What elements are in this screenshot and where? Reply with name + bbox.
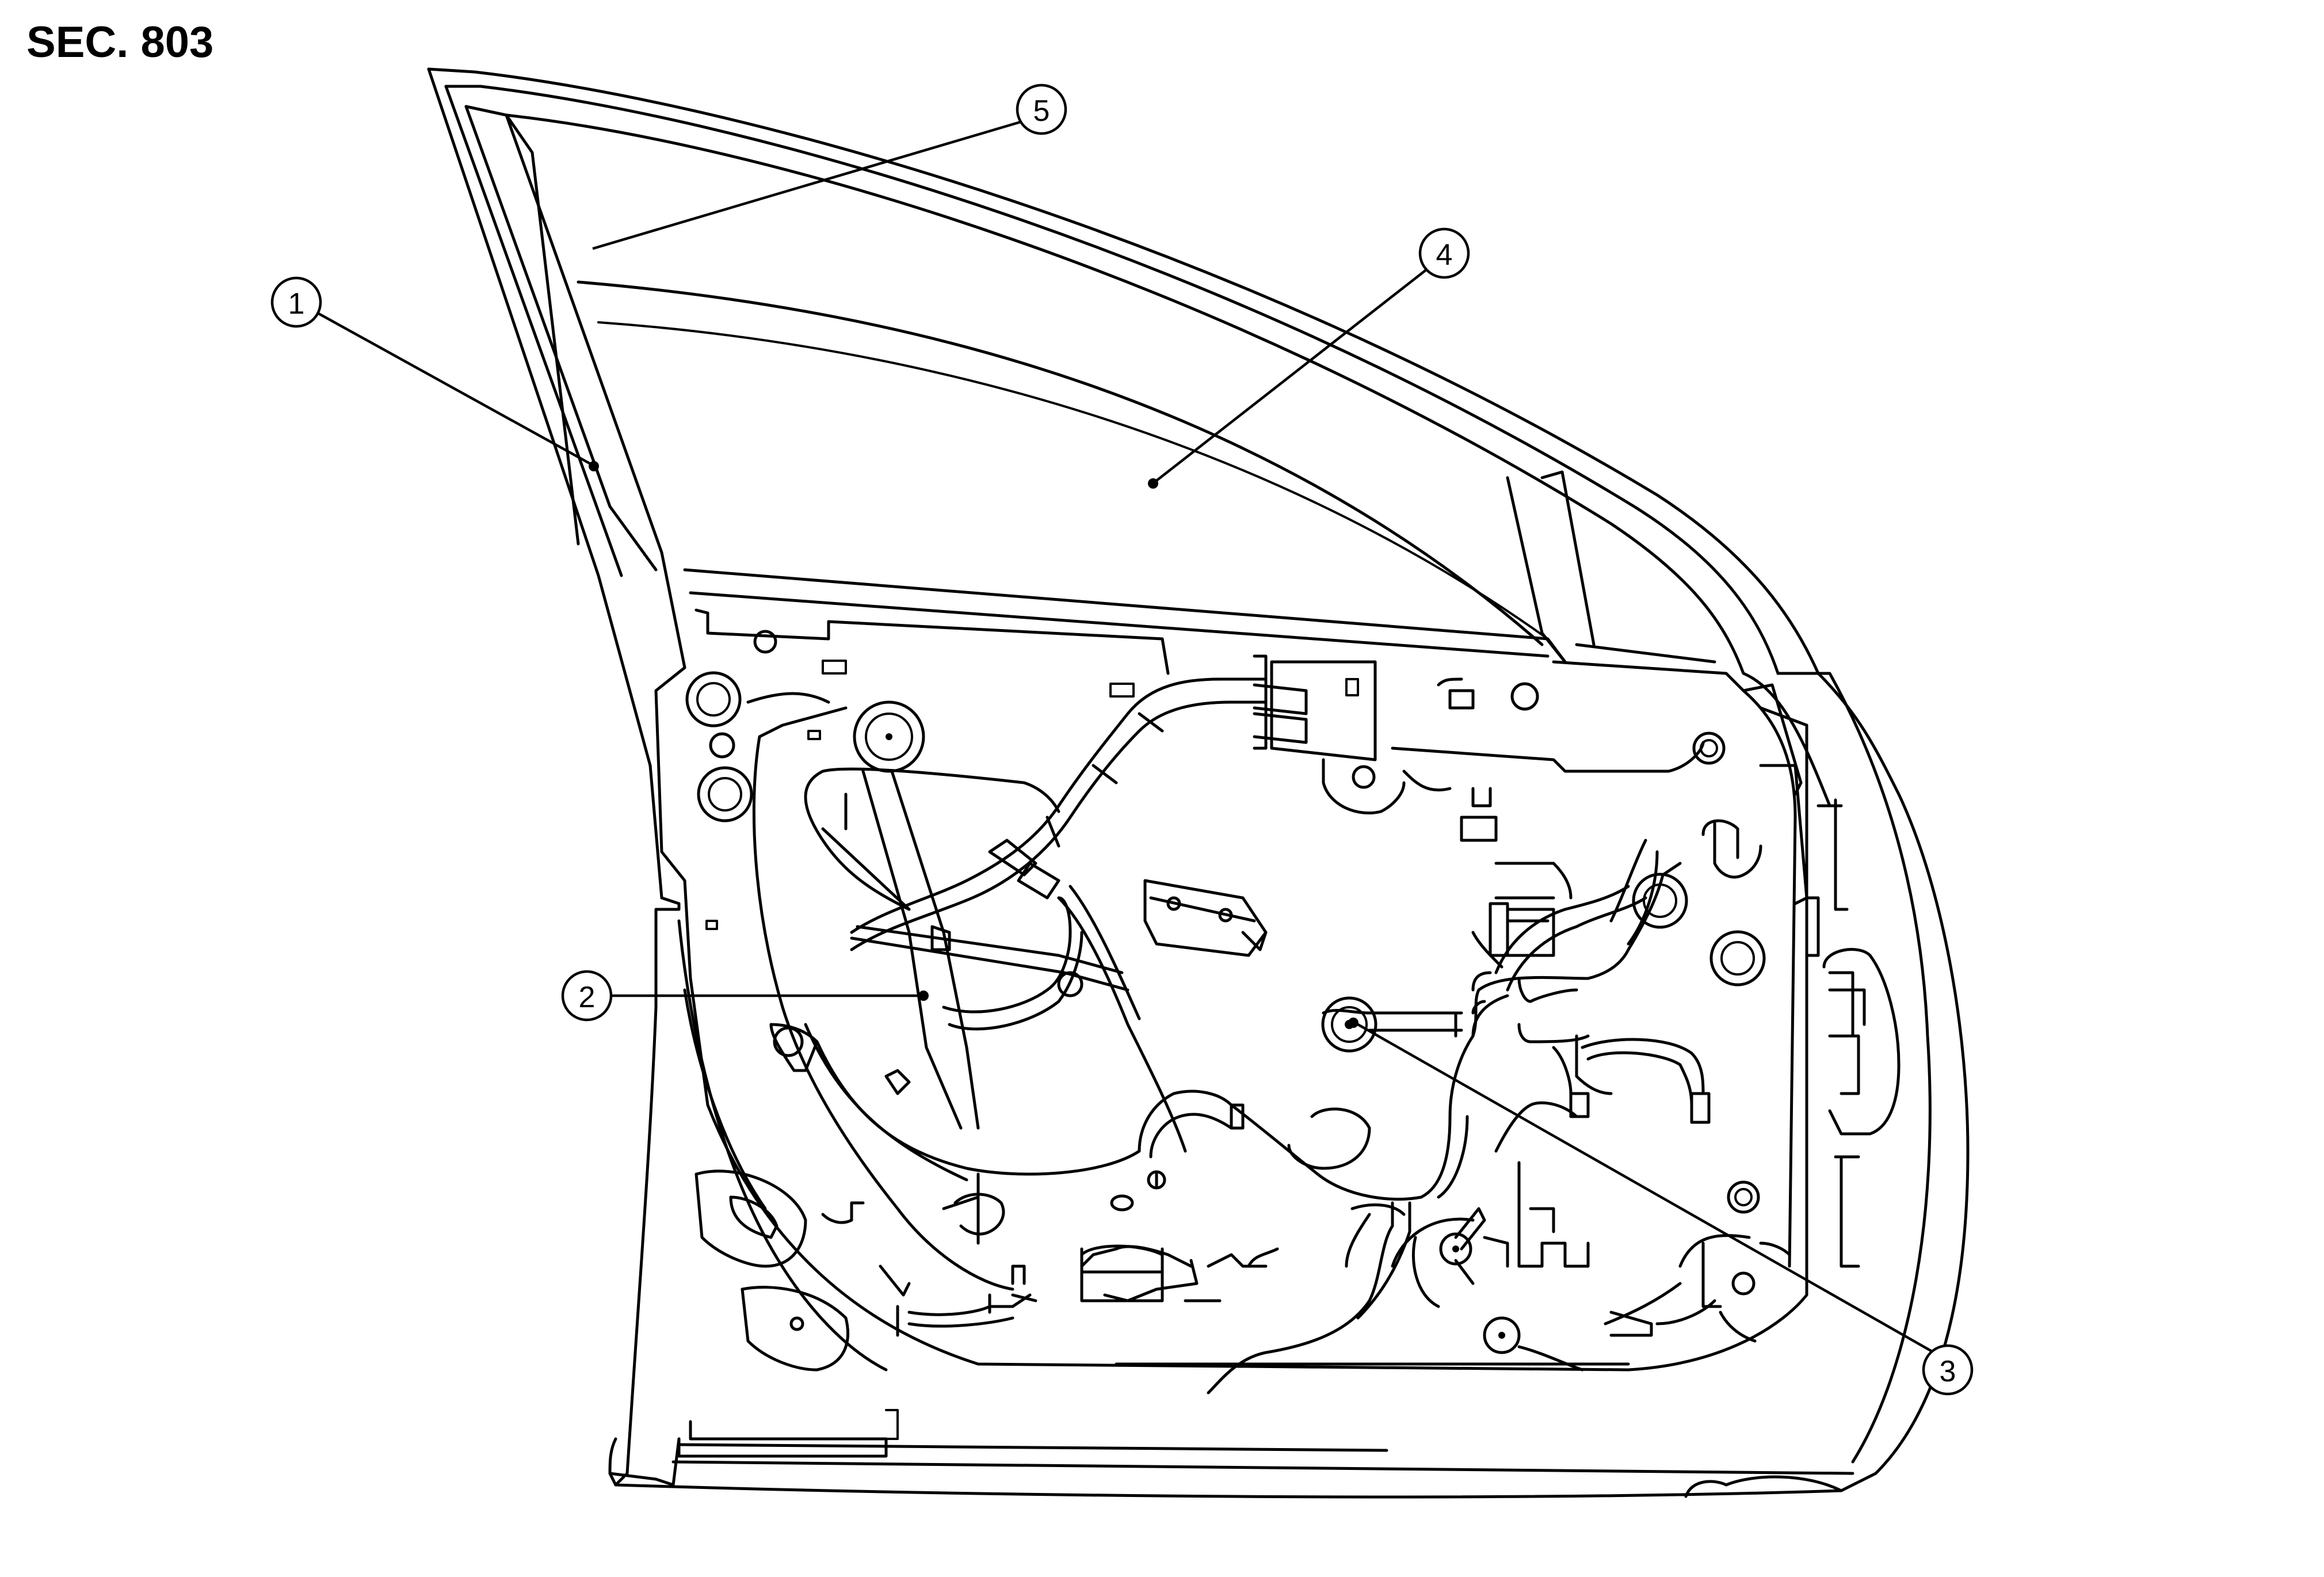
callout-3: 3 [1922,1344,1974,1396]
callout-5-label: 5 [1033,94,1050,128]
lower-panel-details [694,1023,1791,1372]
wire-harness [804,677,1711,1395]
door-lock-actuator [1253,654,1766,986]
belt-line [683,568,1745,698]
leader-line-1 [312,310,594,466]
door-outer-panel [608,764,1854,1499]
door-glass [577,280,1549,646]
callout-5: 5 [1016,83,1067,135]
callout-2-label: 2 [579,981,596,1014]
callout-3-label: 3 [1940,1355,1956,1388]
leader-line-4 [1155,264,1434,482]
window-regulator [804,767,1187,1153]
callout-2: 2 [561,970,613,1022]
door-inner-panel [654,666,1820,1372]
callout-4: 4 [1418,227,1470,279]
leader-line-3 [1357,1023,1940,1357]
callout-1-label: 1 [288,287,305,321]
leader-line-5 [592,119,1025,250]
access-panel [1143,879,1268,957]
section-title: SEC. 803 [26,18,214,67]
hinge-side [1742,683,1901,1268]
callout-1: 1 [270,276,322,328]
callout-4-label: 4 [1436,238,1453,272]
